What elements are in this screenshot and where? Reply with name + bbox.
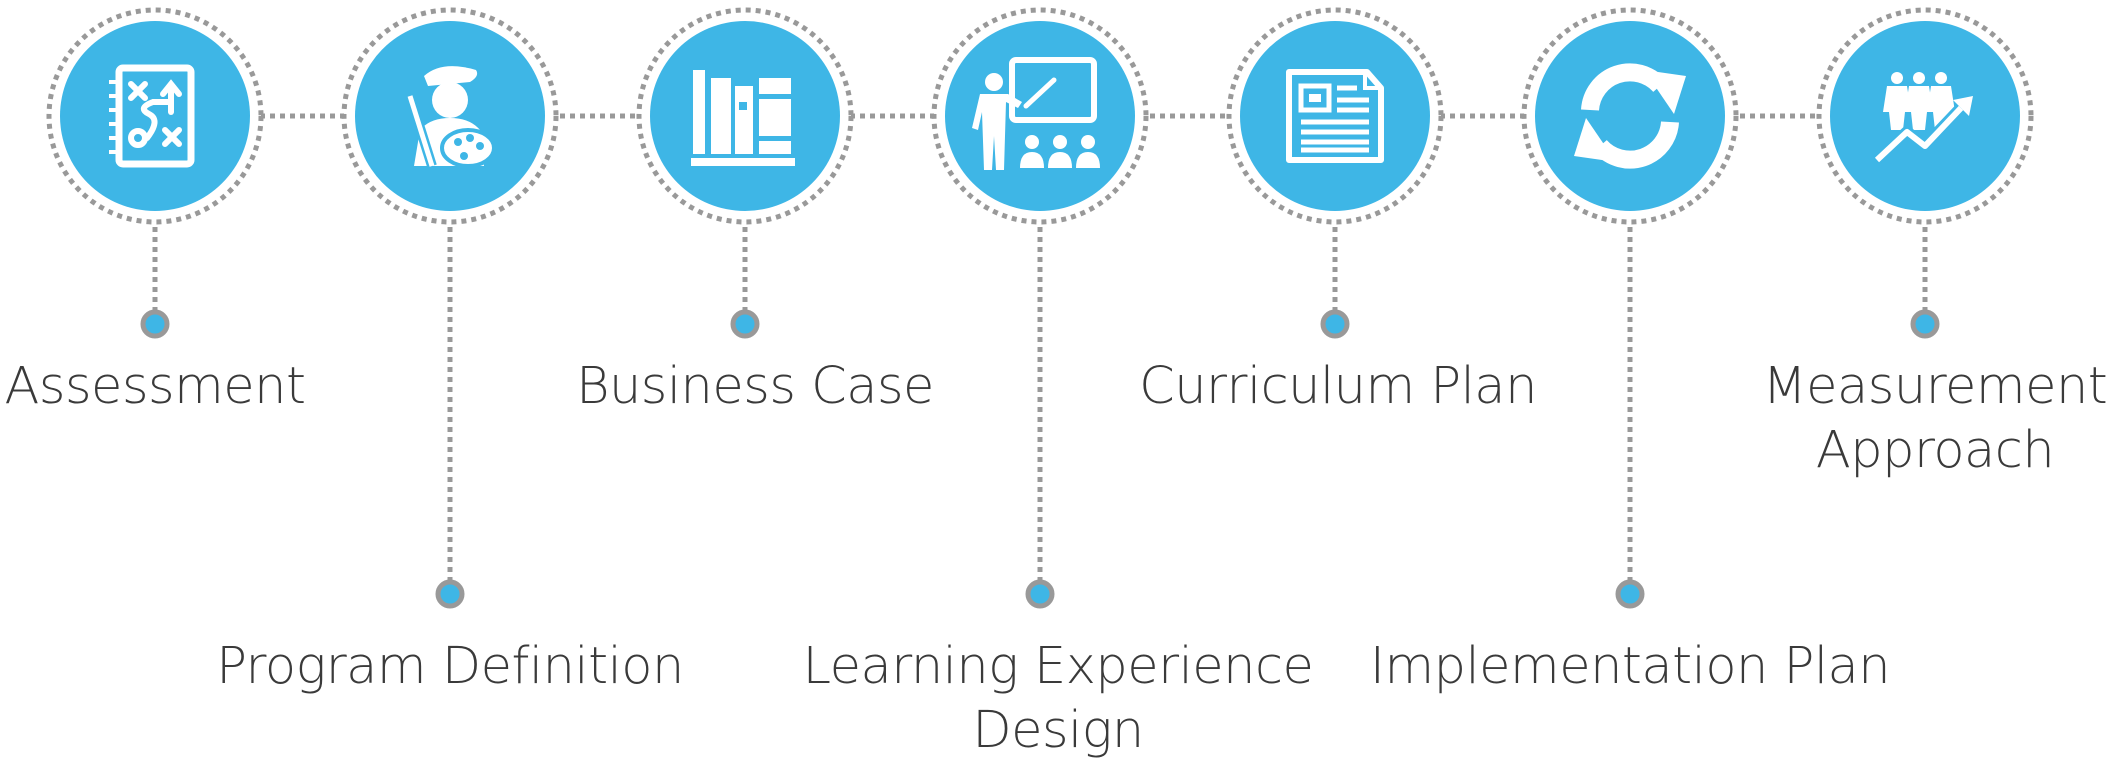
step-circle [1535,21,1725,211]
step-node [1816,7,2034,339]
step-label: Assessment [5,355,306,419]
step-node [636,7,854,339]
step-label-line: Implementation Plan [1369,637,1891,696]
step-label-line: Assessment [4,357,306,416]
connector-dot [140,309,170,339]
step-label: Implementation Plan [1369,635,1891,699]
connector-dot [1910,309,1940,339]
step-label-line: Curriculum Plan [1139,357,1537,416]
connector-dot [1615,579,1645,609]
step-circle [1240,21,1430,211]
step-label-line: Approach [1815,421,2055,480]
step-label-line: Business Case [576,357,934,416]
connector-dot [1320,309,1350,339]
step-node [341,7,559,609]
step-label: Program Definition [216,635,684,699]
step-label-line: Measurement [1762,357,2108,416]
step-label: Business Case [576,355,934,419]
step-node [1226,7,1444,339]
step-label-line: Program Definition [216,637,684,696]
step-label: Curriculum Plan [1139,355,1537,419]
step-label-line: Learning Experience [802,637,1314,696]
step-label-line: Design [972,701,1144,760]
step-node [46,7,264,339]
step-circle [945,21,1135,211]
step-node [931,7,1149,609]
connector-dot [730,309,760,339]
connector-dot [1025,579,1055,609]
connector-dot [435,579,465,609]
step-node [1521,7,1739,609]
